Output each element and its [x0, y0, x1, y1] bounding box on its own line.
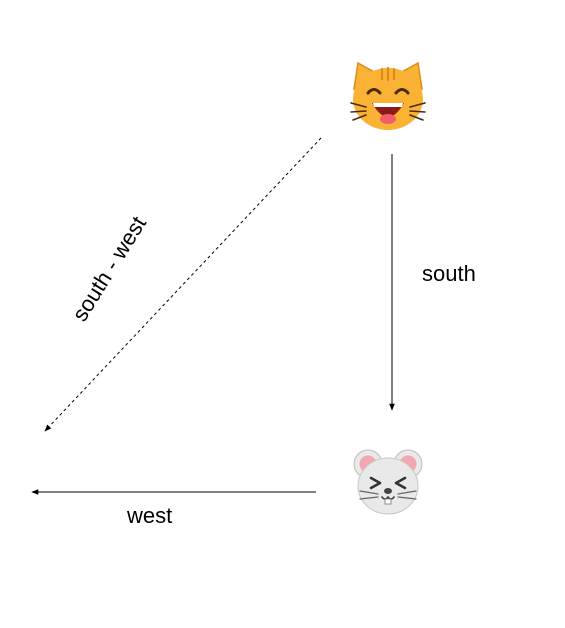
- cat-icon: [350, 61, 426, 130]
- south-west-arrow: [44, 137, 322, 432]
- mouse-icon: [353, 449, 423, 515]
- south-west-label: south - west: [67, 212, 151, 326]
- west-label: west: [126, 503, 172, 528]
- south-label: south: [422, 261, 476, 286]
